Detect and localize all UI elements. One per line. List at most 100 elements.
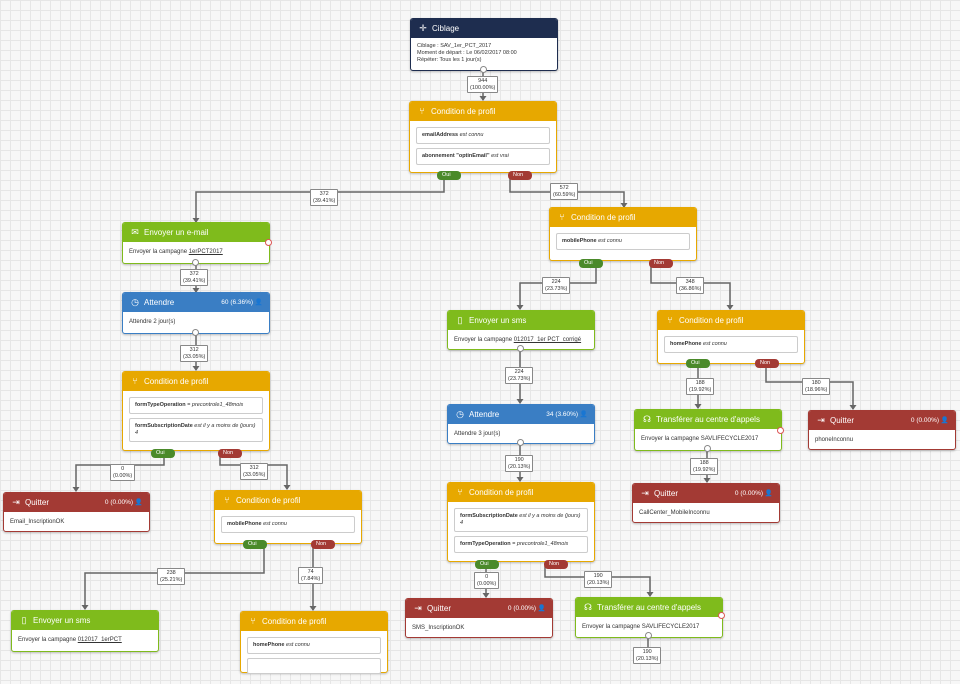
exit-icon: ⇥	[12, 497, 20, 507]
connector-dot[interactable]	[704, 445, 711, 452]
rule-operator: =	[512, 541, 516, 547]
exit-icon: ⇥	[817, 415, 825, 425]
node-title: Quitter	[25, 498, 50, 507]
rule-field: mobilePhone	[227, 521, 262, 527]
rule-field: formTypeOperation	[135, 402, 186, 408]
branch-no-badge[interactable]: Non	[218, 449, 242, 458]
branch-yes-badge[interactable]: Oui	[579, 259, 603, 268]
quit-node[interactable]: ⇥Quitter 0 (0.00%) 👤 Email_InscriptionOK	[3, 492, 150, 532]
node-title: Envoyer un e-mail	[144, 228, 209, 237]
flow-count-label: 348(36.86%)	[676, 277, 705, 294]
user-icon: 👤	[537, 605, 546, 612]
connector-dot-unlinked[interactable]	[777, 427, 784, 434]
contact-count: 0 (0.00%) 👤	[507, 605, 546, 612]
condition-rule[interactable]: homePhone est connu	[664, 336, 798, 353]
connector-dot-unlinked[interactable]	[718, 612, 725, 619]
quit-header: ⇥Quitter 0 (0.00%) 👤	[809, 411, 955, 430]
exit-icon: ⇥	[641, 488, 649, 498]
condition-node[interactable]: ⑂Condition de profil mobilePhone est con…	[549, 207, 697, 261]
node-text: Envoyer la campagne	[129, 249, 188, 255]
condition-rule[interactable]: abonnement "optinEmail" est vrai	[416, 148, 550, 165]
node-text: Email_InscriptionOK	[10, 519, 65, 525]
rule-field: formSubscriptionDate	[460, 513, 518, 519]
condition-header: ⑂Condition de profil	[123, 372, 269, 391]
branch-no-badge[interactable]: Non	[311, 540, 335, 549]
send-email-node[interactable]: ✉Envoyer un e-mail Envoyer la campagne 1…	[122, 222, 270, 264]
branch-yes-badge[interactable]: Oui	[437, 171, 461, 180]
condition-node[interactable]: ⑂Condition de profil formTypeOperation =…	[122, 371, 270, 451]
node-text: Envoyer la campagne	[18, 637, 77, 643]
condition-rule[interactable]: homePhone est connu	[247, 637, 381, 654]
condition-rule[interactable]: formTypeOperation = precontrole1_48mois	[129, 397, 263, 414]
campaign-link[interactable]: 012017_1er PCT_corrigé	[513, 337, 582, 343]
flow-count-label: 190(20.13%)	[584, 571, 613, 588]
branch-icon: ⑂	[250, 616, 256, 626]
branch-no-badge[interactable]: Non	[649, 259, 673, 268]
quit-node[interactable]: ⇥Quitter 0 (0.00%) 👤 SMS_InscriptionOK	[405, 598, 553, 638]
connector-dot[interactable]	[192, 259, 199, 266]
connector-dot[interactable]	[517, 345, 524, 352]
ciblage-repeat: Répéter: Tous les 1 jour(s)	[417, 57, 482, 63]
flow-count-label: 0(0.00%)	[474, 572, 500, 589]
ciblage-node[interactable]: ✛Ciblage Ciblage : SAV_1er_PCT_2017 Mome…	[410, 18, 558, 71]
branch-no-badge[interactable]: Non	[508, 171, 532, 180]
send-sms-node[interactable]: ▯Envoyer un sms Envoyer la campagne 0120…	[11, 610, 159, 652]
send-sms-node[interactable]: ▯Envoyer un sms Envoyer la campagne 0120…	[447, 310, 595, 350]
connector-dot-unlinked[interactable]	[265, 239, 272, 246]
connector-dot[interactable]	[480, 66, 487, 73]
condition-node[interactable]: ⑂Condition de profil homePhone est connu	[240, 611, 388, 674]
rule-field: homePhone	[253, 642, 285, 648]
node-title: Envoyer un sms	[469, 316, 527, 325]
quit-node[interactable]: ⇥Quitter 0 (0.00%) 👤 phoneInconnu	[808, 410, 956, 450]
rule-value: precontrole1_48mois	[516, 541, 569, 547]
user-icon: 👤	[134, 499, 143, 506]
connector-dot[interactable]	[517, 439, 524, 446]
wait-header: ◷Attendre 60 (6.36%) 👤	[123, 293, 269, 312]
branch-no-badge[interactable]: Non	[755, 359, 779, 368]
branch-icon: ⑂	[559, 212, 565, 222]
condition-rule[interactable]: formSubscriptionDate est il y a moins de…	[129, 418, 263, 442]
node-text: CallCenter_MobileInconnu	[639, 510, 710, 516]
node-text: Attendre 2 jour(s)	[129, 319, 176, 325]
condition-header: ⑂Condition de profil	[410, 102, 556, 121]
branch-yes-badge[interactable]: Oui	[686, 359, 710, 368]
condition-node[interactable]: ⑂Condition de profil formSubscriptionDat…	[447, 482, 595, 562]
send-sms-header: ▯Envoyer un sms	[12, 611, 158, 630]
call-center-node[interactable]: ☊Transférer au centre d'appels Envoyer l…	[634, 409, 782, 451]
branch-no-badge[interactable]: Non	[544, 560, 568, 569]
condition-rule[interactable]: formSubscriptionDate est il y a moins de…	[454, 508, 588, 532]
quit-header: ⇥Quitter 0 (0.00%) 👤	[4, 493, 149, 512]
wait-node[interactable]: ◷Attendre 60 (6.36%) 👤 Attendre 2 jour(s…	[122, 292, 270, 334]
rule-operator: =	[187, 402, 191, 408]
condition-rule[interactable]: emailAddress est connu	[416, 127, 550, 144]
call-center-header: ☊Transférer au centre d'appels	[576, 598, 722, 617]
node-title: Attendre	[144, 298, 175, 307]
condition-rule-empty[interactable]	[247, 658, 381, 674]
rule-field: abonnement "optinEmail"	[422, 153, 490, 159]
campaign-link[interactable]: 012017_1erPCT	[77, 637, 122, 643]
condition-rule[interactable]: mobilePhone est connu	[556, 233, 690, 250]
branch-yes-badge[interactable]: Oui	[243, 540, 267, 549]
connector-dot[interactable]	[645, 632, 652, 639]
node-text: SMS_InscriptionOK	[412, 625, 465, 631]
user-icon: 👤	[579, 411, 588, 418]
condition-rule[interactable]: mobilePhone est connu	[221, 516, 355, 533]
branch-yes-badge[interactable]: Oui	[475, 560, 499, 569]
headset-icon: ☊	[643, 414, 651, 424]
wait-node[interactable]: ◷Attendre 34 (3.60%) 👤 Attendre 3 jour(s…	[447, 404, 595, 444]
node-text: Envoyer la campagne SAVLIFECYCLE2017	[582, 624, 700, 630]
condition-node[interactable]: ⑂Condition de profil emailAddress est co…	[409, 101, 557, 173]
quit-node[interactable]: ⇥Quitter 0 (0.00%) 👤 CallCenter_MobileIn…	[632, 483, 780, 523]
node-title: Condition de profil	[431, 107, 496, 116]
condition-node[interactable]: ⑂Condition de profil homePhone est connu	[657, 310, 805, 364]
branch-yes-badge[interactable]: Oui	[151, 449, 175, 458]
mobile-phone-icon: ▯	[21, 615, 27, 625]
flow-count-label: 944(100.00%)	[467, 76, 499, 93]
node-title: Quitter	[427, 604, 452, 613]
condition-node[interactable]: ⑂Condition de profil mobilePhone est con…	[214, 490, 362, 544]
campaign-link[interactable]: 1erPCT2017	[188, 249, 223, 255]
branch-icon: ⑂	[224, 495, 230, 505]
flow-count-label: 312(33.05%)	[180, 345, 209, 362]
condition-rule[interactable]: formTypeOperation = precontrole1_48mois	[454, 536, 588, 553]
connector-dot[interactable]	[192, 329, 199, 336]
